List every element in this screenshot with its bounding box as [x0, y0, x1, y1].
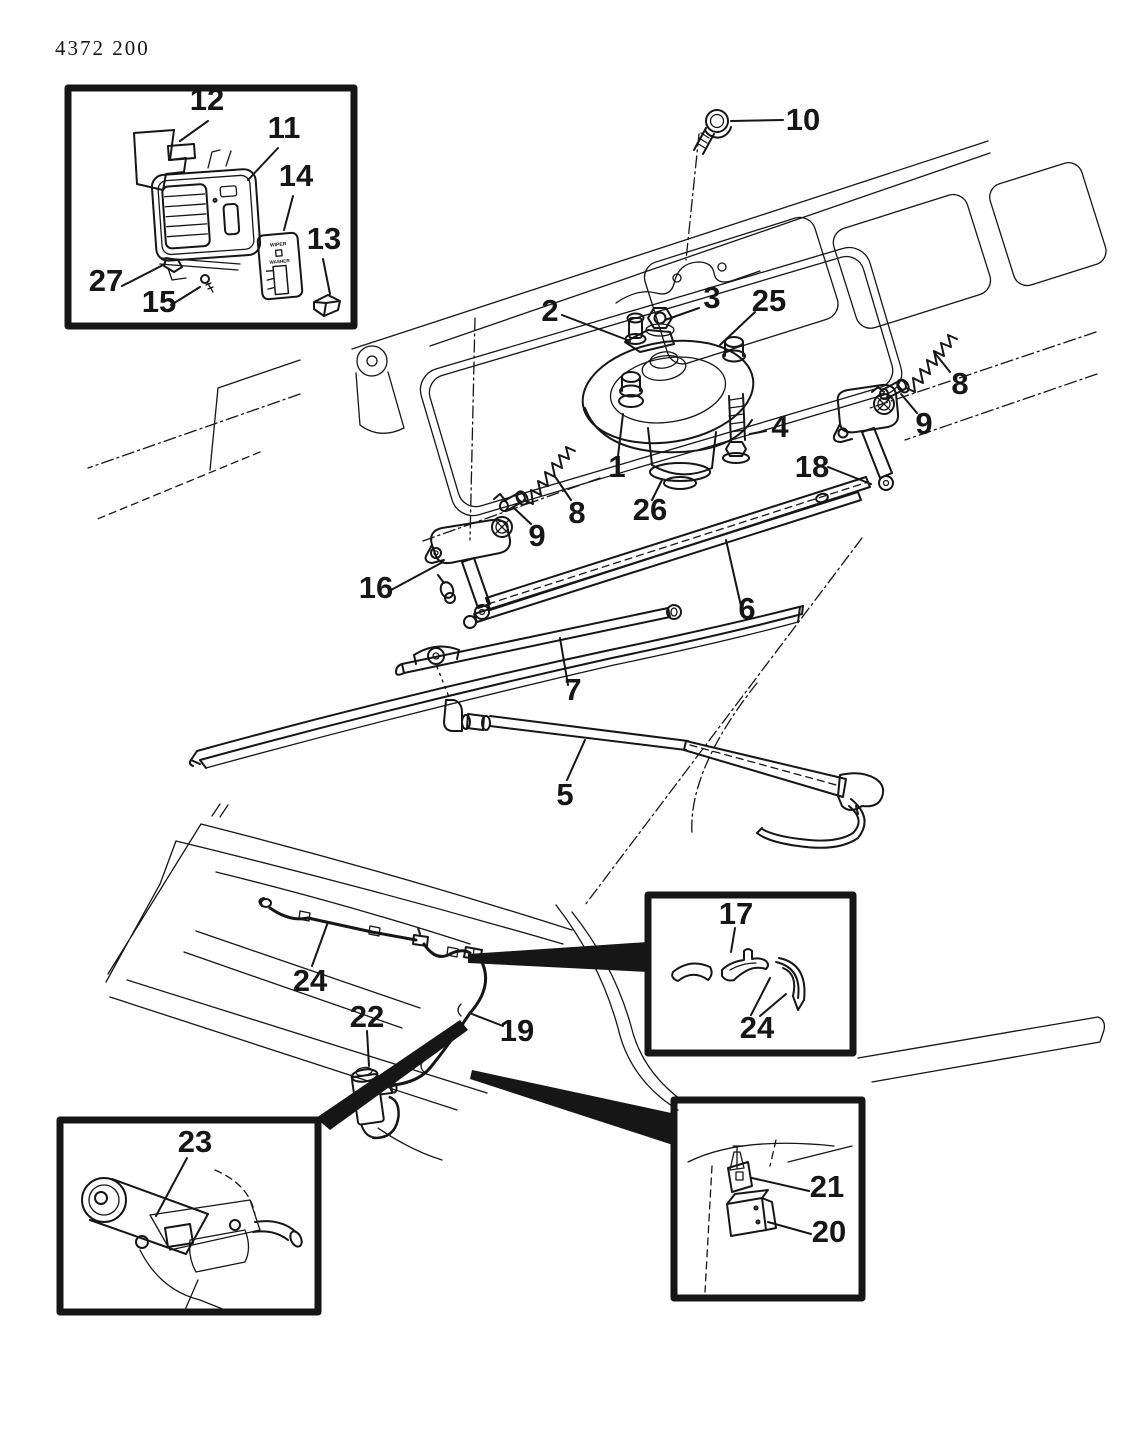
inset-pump-box [56, 1116, 322, 1316]
wiper-blade [188, 605, 804, 769]
page-number: 4372 200 [55, 36, 150, 60]
windshield-inner-view [105, 823, 1106, 1111]
callout-4-label: 4 [771, 409, 789, 444]
mount-grommet-right [722, 336, 746, 363]
callout-24-cowl-label: 24 [293, 963, 328, 998]
switch-bezel [150, 168, 262, 262]
pivot-boot-spring-right [896, 334, 958, 394]
callout-10-label: 10 [786, 102, 820, 137]
switch-knob [313, 294, 341, 317]
motor-bolt [722, 393, 750, 464]
washer-check-valve [350, 1066, 400, 1140]
callout-20-label: 20 [812, 1214, 846, 1249]
wiper-arm [443, 699, 885, 849]
wiper-motor-assembly [581, 307, 755, 490]
callout-7-label: 7 [564, 672, 581, 707]
callout-2-label: 2 [541, 293, 558, 328]
faceplate-wiper-label: WIPER [270, 241, 287, 248]
callout-16-label: 16 [359, 570, 393, 605]
callout-9-left-label: 9 [528, 518, 545, 553]
switch-faceplate [256, 231, 304, 301]
linkage-drive-rods [473, 476, 871, 623]
thick-leader-to-pump-inset [316, 1020, 468, 1130]
relay-module [726, 1189, 777, 1237]
callout-1-label: 1 [608, 449, 625, 484]
callout-3-label: 3 [703, 280, 720, 315]
pivot-boot-spring-left [515, 446, 576, 506]
callout-leader-lines [311, 119, 951, 1067]
callout-6-label: 6 [738, 591, 755, 626]
callout-17-label: 17 [719, 896, 753, 931]
switch-screw [200, 274, 214, 293]
right-pivot-assembly [832, 383, 900, 491]
callout-22-label: 22 [350, 999, 384, 1034]
callout-24-inset-label: 24 [740, 1010, 775, 1045]
thick-leader-to-connector-inset [470, 1070, 676, 1146]
callout-11-label: 11 [268, 110, 301, 145]
callout-15-label: 15 [142, 284, 176, 319]
callout-27-label: 27 [89, 263, 123, 298]
callout-labels: 12 11 14 13 27 15 10 2 3 25 4 1 26 8 9 1… [89, 82, 969, 1249]
crank-arm-and-stud [624, 312, 675, 353]
connecting-link [395, 604, 682, 676]
thick-leader-to-hose-parts-inset [468, 942, 648, 972]
mount-grommet-left [618, 371, 644, 408]
callout-14-label: 14 [279, 158, 314, 193]
crank-nut [645, 307, 675, 337]
callout-8-right-label: 8 [951, 366, 968, 401]
callout-23-label: 23 [178, 1124, 212, 1159]
pump-hose-line [139, 1249, 226, 1311]
faceplate-washer-label: WASHER [269, 258, 290, 265]
callout-8-left-label: 8 [568, 495, 585, 530]
hose-tee-connector [721, 948, 769, 982]
callout-19-label: 19 [500, 1013, 534, 1048]
callout-13-label: 13 [307, 221, 341, 256]
nozzle-fitting-left [493, 491, 526, 512]
callout-9-right-label: 9 [915, 406, 932, 441]
inset-hose-parts-box [644, 891, 857, 1057]
washer-pump-motor [81, 1177, 209, 1255]
hose-elbow [671, 962, 713, 982]
left-pivot-assembly [424, 516, 513, 629]
inset-switch-leaders [121, 120, 331, 306]
pump-elbow-hose [252, 1220, 303, 1248]
washer-hose-arm-loop [756, 798, 866, 849]
callout-5-label: 5 [556, 777, 573, 812]
wiring-connector [727, 1145, 753, 1193]
callout-18-label: 18 [795, 449, 829, 484]
motor-can [647, 427, 717, 490]
van-body-outline [87, 133, 1107, 906]
motor-mount-plate [581, 339, 755, 454]
callout-26-label: 26 [633, 492, 667, 527]
inset-connector-box [670, 1096, 866, 1302]
inset-switch-box: WIPER WASHER [64, 84, 358, 330]
callout-21-label: 21 [810, 1169, 844, 1204]
callout-25-label: 25 [752, 283, 786, 318]
callout-12-label: 12 [190, 82, 224, 117]
hose-curved-pieces [775, 957, 806, 1011]
mounting-bolt [693, 109, 732, 155]
switch-bracket [133, 129, 187, 191]
